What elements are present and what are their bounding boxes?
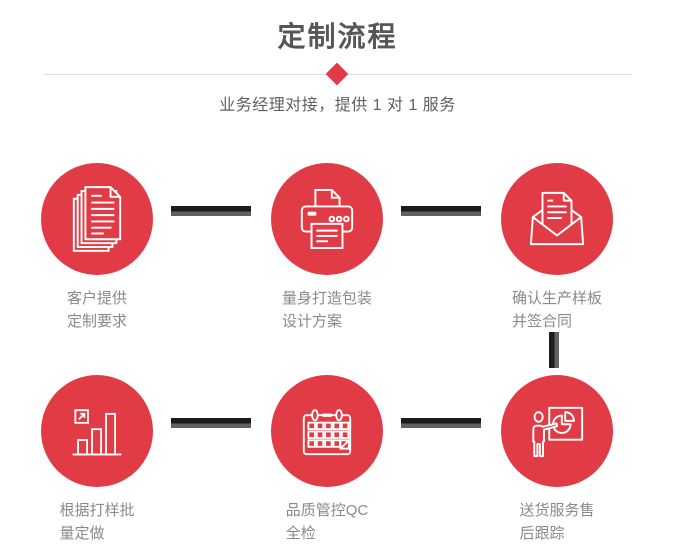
connector-step5-step6 (401, 418, 481, 428)
step-2: 量身打造包装 设计方案 (242, 163, 412, 333)
page-title: 定制流程 (277, 21, 398, 52)
step-4: 根据打样批 量定做 (12, 375, 182, 545)
step-3-label: 确认生产样板 并签合同 (511, 290, 602, 330)
documents-icon (72, 186, 122, 252)
connector-step4-step5 (171, 418, 251, 428)
step-1-circle (41, 163, 153, 275)
step-5-label: 品质管控QC 全检 (285, 502, 369, 542)
step-1-label: 客户提供 定制要求 (66, 290, 127, 330)
step-6-circle (501, 375, 613, 487)
step-6-label: 送货服务售 后跟踪 (519, 502, 595, 542)
step-2-label: 量身打造包装 设计方案 (281, 290, 372, 330)
calendar-icon (302, 409, 352, 456)
step-4-label: 根据打样批 量定做 (59, 502, 135, 542)
step-4-circle (41, 375, 153, 487)
step-6: 送货服务售 后跟踪 (472, 375, 642, 545)
step-5-circle (271, 375, 383, 487)
diamond-marker (325, 62, 349, 86)
step-3-circle (501, 163, 613, 275)
step-1: 客户提供 定制要求 (12, 163, 182, 333)
step-2-circle (271, 163, 383, 275)
envelope-icon (529, 191, 585, 246)
bar-chart-icon (72, 409, 122, 456)
connector-step2-step3 (401, 206, 481, 216)
connector-step3-step6 (549, 332, 559, 368)
presentation-icon (532, 406, 584, 458)
connector-step1-step2 (171, 206, 251, 216)
step-5: 品质管控QC 全检 (242, 375, 412, 545)
step-3: 确认生产样板 并签合同 (472, 163, 642, 333)
printer-icon (300, 189, 354, 249)
page-subtitle: 业务经理对接，提供 1 对 1 服务 (219, 97, 456, 114)
